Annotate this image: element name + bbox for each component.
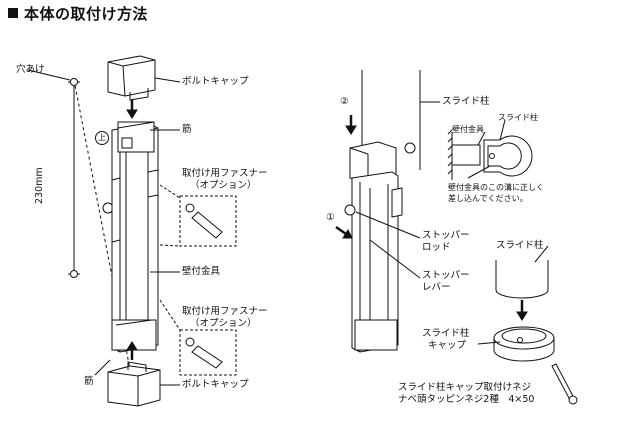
label-fastener-top-1: 取付け用ファスナー — [182, 168, 268, 179]
screw-top-icon — [191, 211, 223, 239]
label-hole: 穴あけ — [16, 64, 45, 75]
tapping-screw-icon — [551, 363, 575, 401]
pillar-cap-detail — [493, 260, 555, 362]
inset-cross-section — [447, 129, 533, 180]
label-slide-pillar-mid: スライド柱 — [496, 240, 544, 251]
page-title: 本体の取付け方法 — [8, 3, 148, 24]
fastener-bottom-box — [179, 329, 237, 376]
label-dimension: 230mm — [34, 167, 45, 204]
hole-bottom-icon — [70, 270, 78, 278]
label-inset-slide: スライド柱 — [498, 113, 538, 122]
label-step2: ② — [340, 96, 349, 107]
label-stopper-rod-1: ストッパー — [422, 230, 470, 241]
label-bolt-cap-bottom: ボルトキャップ — [182, 379, 249, 390]
label-stopper-lever-1: ストッパー — [422, 270, 470, 281]
screw-bottom-icon — [191, 345, 223, 369]
page-title-text: 本体の取付け方法 — [24, 5, 149, 23]
washer-bottom-icon — [185, 337, 195, 347]
label-bolt-cap-top: ボルトキャップ — [182, 76, 249, 87]
hole-top-icon — [70, 78, 78, 86]
up-mark-label: 上 — [95, 131, 109, 145]
label-fastener-top-2: （オプション） — [190, 180, 257, 191]
label-wall-bracket: 壁付金具 — [182, 266, 221, 277]
label-fastener-bottom-2: （オプション） — [190, 318, 257, 329]
bolt-cap-bottom-shape — [107, 361, 161, 407]
title-square-icon — [8, 8, 18, 18]
label-stopper-lever-2: レバー — [422, 282, 451, 293]
label-step1: ① — [326, 212, 335, 223]
arrow-step1-icon — [335, 225, 347, 236]
bolt-cap-top-shape — [107, 55, 156, 101]
label-slide-cap-1: スライド柱 — [422, 328, 470, 339]
up-mark-icon: 上 — [95, 131, 109, 145]
label-screw-note-2: ナベ頭タッピンネジ2種 4×50 — [398, 394, 535, 405]
label-inset-wall: 壁付金具 — [452, 125, 484, 134]
fastener-top-box — [179, 195, 237, 247]
label-slide-pillar-top: スライド柱 — [442, 96, 490, 107]
label-screw-note-1: スライド柱キャップ取付けネジ — [398, 382, 532, 393]
right-bracket-shape — [344, 171, 403, 353]
washer-top-icon — [185, 203, 195, 213]
label-fastener-bottom-1: 取付け用ファスナー — [182, 306, 268, 317]
label-muscle-top: 筋 — [182, 124, 192, 135]
label-inset-note-1: 壁付金具のこの溝に正しく — [448, 183, 544, 192]
wall-bracket-shape — [102, 121, 159, 353]
label-muscle-bottom: 筋 — [84, 376, 94, 387]
label-stopper-rod-2: ロッド — [422, 242, 451, 253]
label-slide-cap-2: キャップ — [428, 340, 467, 351]
label-inset-note-2: 差し込んでください。 — [448, 194, 528, 203]
